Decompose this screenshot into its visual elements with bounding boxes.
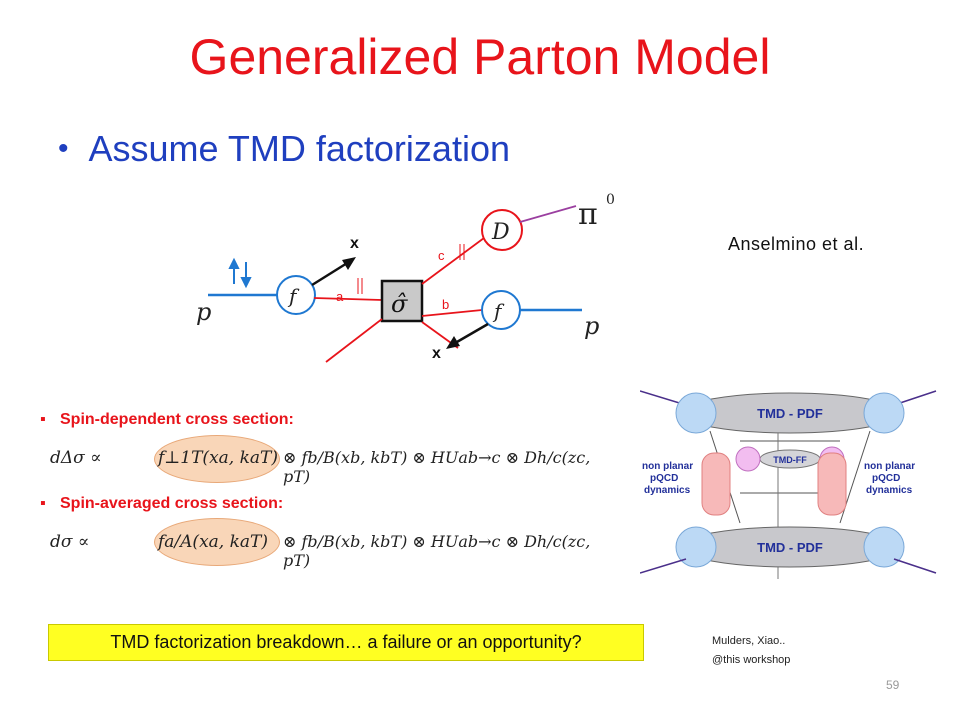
question-banner: TMD factorization breakdown… a failure o… [48,624,644,661]
fragmentation-label: D [491,220,510,245]
ladder-circle [863,526,905,568]
bullet-text: Assume TMD factorization [88,128,510,169]
spin-dependent-heading: Spin-dependent cross section: [60,411,294,428]
right-nonplanar-label: non planar pQCD dynamics [864,461,918,496]
ladder-line [640,558,687,574]
bullet-square-icon: ▪ [40,495,46,512]
eq1-rest: ⊗ fb/B(xb, kbT) ⊗ HUab→c ⊗ Dh/c(zc, pT) [283,448,591,486]
references: Mulders, Xiao.. @this workshop [712,632,790,670]
proton-in-label: p [196,298,211,326]
parton-b-label: b [442,297,449,312]
parton-a-label: a [336,289,344,304]
x-top-label: x [350,235,359,252]
pion-line [519,205,577,223]
slide-title: Generalized Parton Model [189,29,771,85]
bullet-square-icon: ▪ [40,411,46,428]
tmd-pdf-top-label: TMD - PDF [757,406,823,421]
pdf-left-circle [276,275,316,315]
parton-a-line [313,297,383,301]
eq1-lhs: dΔσ ∝ [50,448,102,468]
citation-anselmino: Anselmino et al. [728,234,865,254]
parton-c-line [421,237,485,285]
formula-panel: ▪ Spin-dependent cross section: dΔσ ∝ f⊥… [38,385,598,575]
tmd-ladder-diagram: TMD - PDF TMD-FF non planar pQCD dynamic… [640,390,937,579]
pion-label: π [578,197,598,232]
left-nonplanar-label: non planar pQCD dynamics [642,461,696,496]
parton-c-label: c [438,248,445,263]
ladder-circle [675,392,717,434]
eq1-sivers-term: f⊥1T(xa, kaT) [158,448,279,468]
right-nonplanar-blob [817,452,847,516]
eq2-lhs: dσ ∝ [50,532,90,552]
bullet-item: • Assume TMD factorization [58,128,510,170]
page-number: 59 [886,678,900,692]
fragmentation-circle [481,209,523,251]
proton-out-label: p [584,312,599,340]
reference-line: Mulders, Xiao.. [712,635,786,647]
spin-a-icon [357,278,363,294]
factorization-diagram: p f x a σ̂ c D π 0 b f p x [196,192,615,363]
highlight-ellipse-2 [154,518,280,566]
spin-arrows-icon [228,257,252,289]
highlight-ellipse-1 [154,435,280,483]
ladder-circle [675,526,717,568]
x-bottom-label: x [432,345,441,362]
eq2-pdf-term: fa/A(xa, kaT) [158,532,269,552]
spin-c-icon [459,244,465,260]
x-arrow-bottom-head-icon [446,336,460,349]
ladder-circle [735,446,761,472]
tmd-ff-label: TMD-FF [773,455,807,465]
left-nonplanar-blob [701,452,731,516]
hard-scattering-box [380,279,424,323]
reference-line: @this workshop [712,654,791,666]
tmd-pdf-bottom-label: TMD - PDF [757,540,823,555]
pion-charge-label: 0 [606,192,615,208]
parton-b-line [421,309,483,317]
ladder-circle [863,392,905,434]
hard-scattering-label: σ̂ [391,290,408,318]
spin-averaged-heading: Spin-averaged cross section: [60,495,284,512]
eq2-rest: ⊗ fb/B(xb, kbT) ⊗ HUab→c ⊗ Dh/c(zc, pT) [283,532,591,570]
ladder-line [893,558,937,574]
remnant-line-left [325,318,383,363]
bullet-dot-icon: • [58,132,69,165]
x-arrow-top-head-icon [342,257,356,270]
